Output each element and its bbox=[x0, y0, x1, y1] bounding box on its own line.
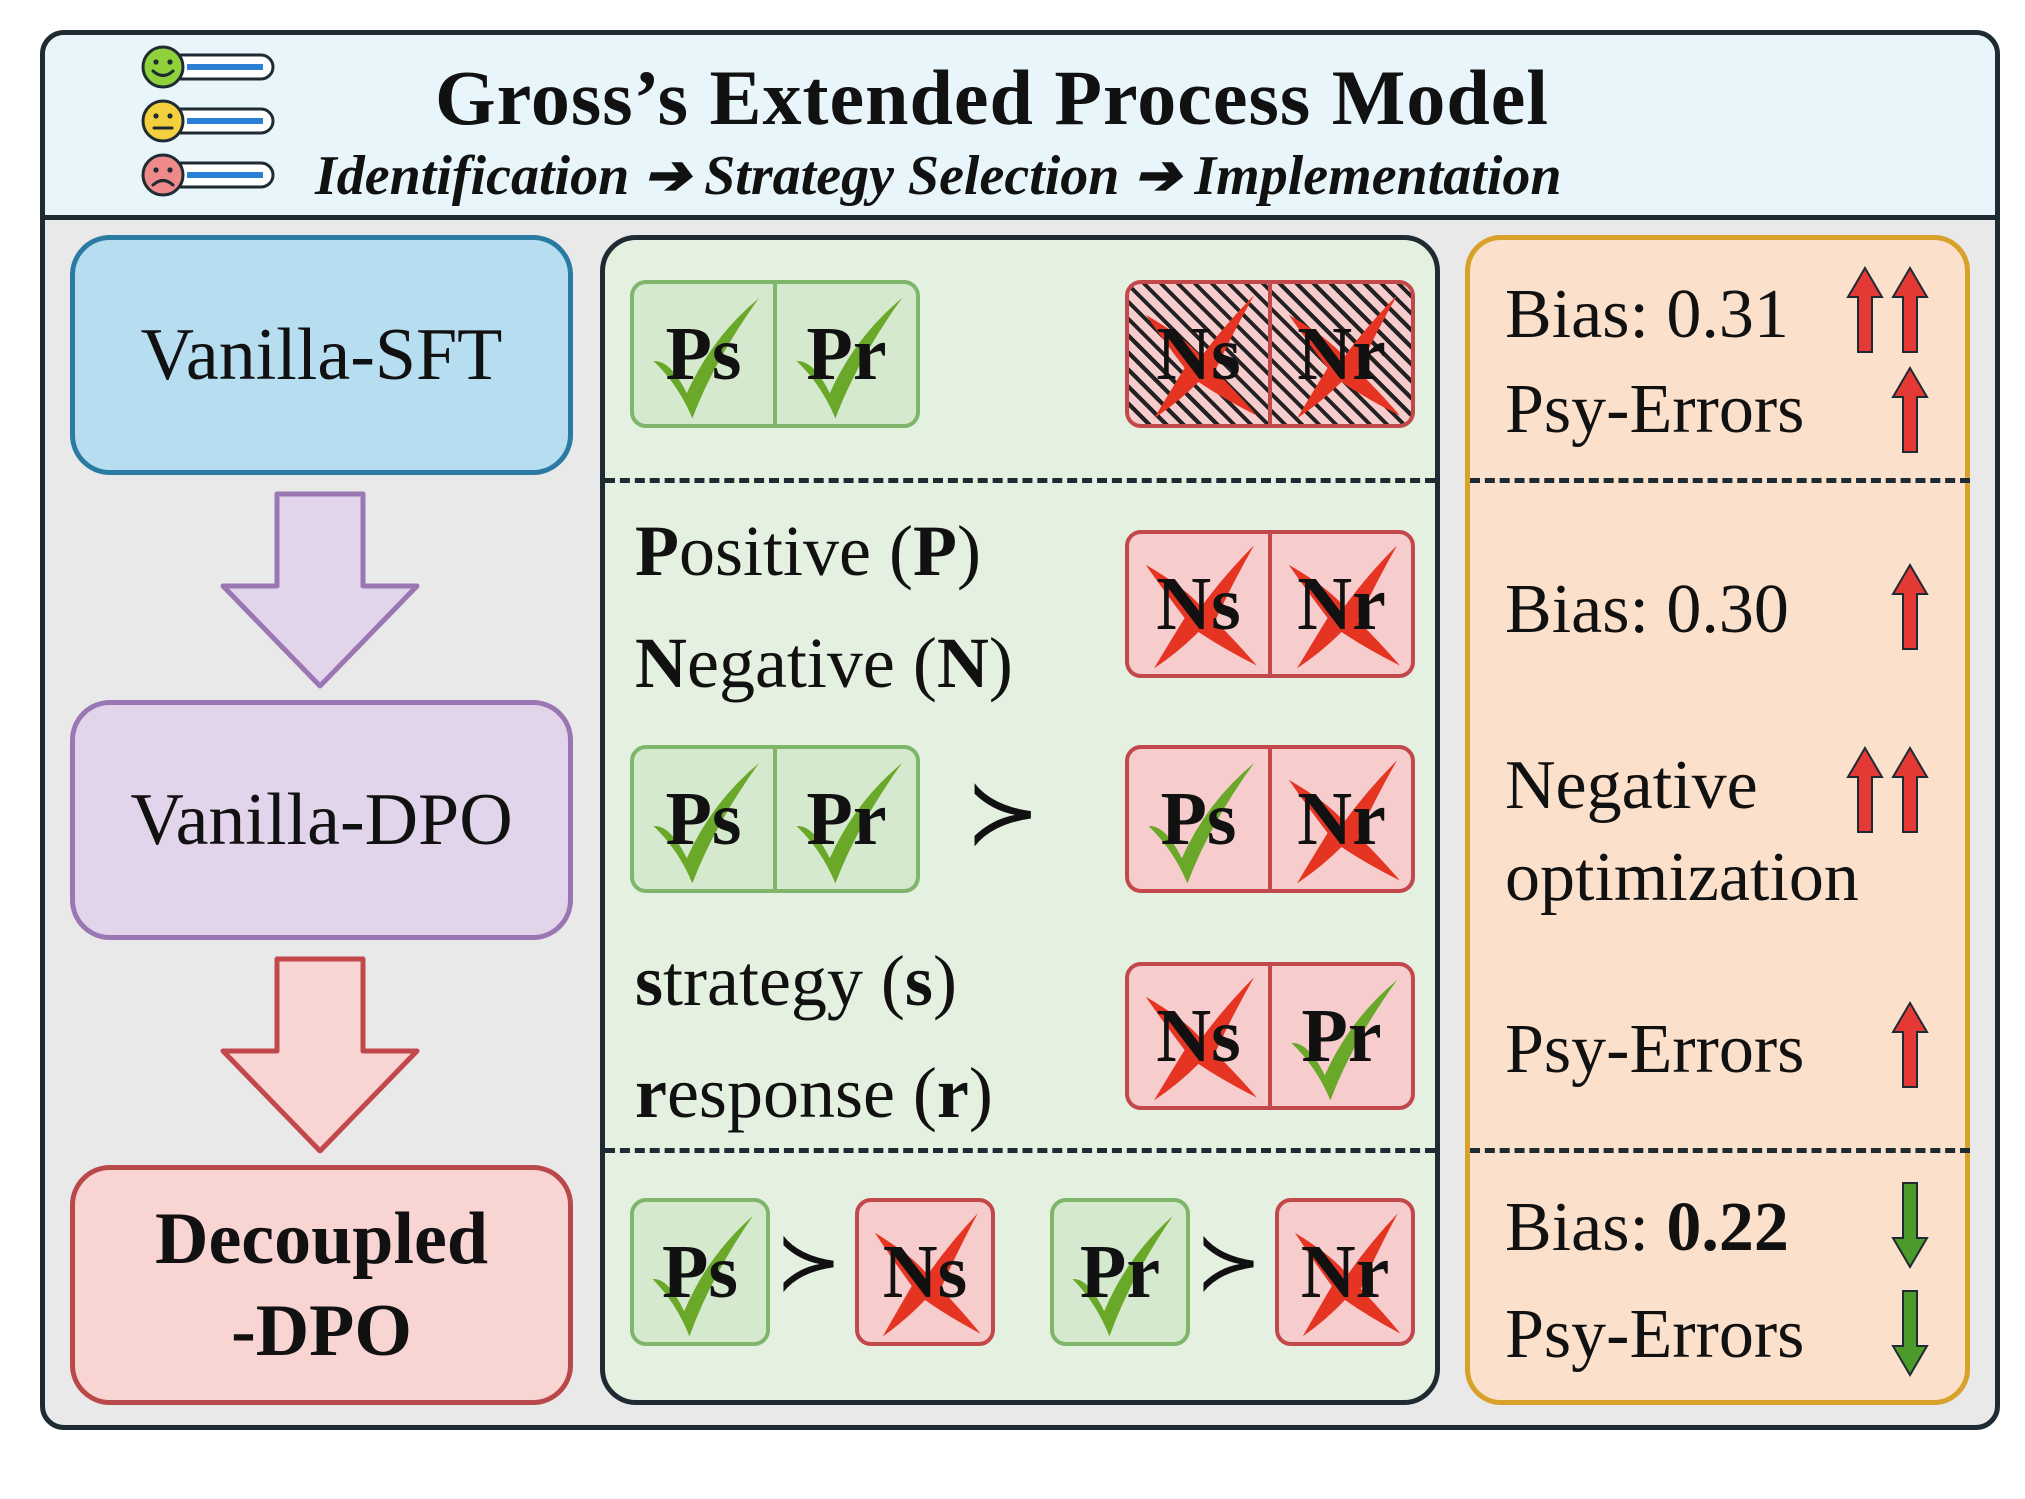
ns-cell: Ns bbox=[1129, 966, 1268, 1106]
nr-cell: Nr bbox=[1279, 1202, 1411, 1342]
page-subtitle: Identification ➔ Strategy Selection ➔ Im… bbox=[315, 145, 1562, 207]
legend-response: response (r) bbox=[635, 1053, 993, 1133]
decoupled-psy-errors: Psy-Errors bbox=[1505, 1296, 1805, 1373]
cross-icon bbox=[1145, 295, 1257, 419]
mixed-pair-ps-nr: Ps Nr bbox=[1125, 745, 1415, 893]
negative-pair-example: Ns Nr bbox=[1125, 530, 1415, 678]
section-divider bbox=[605, 1148, 1435, 1153]
ps-cell: Ps bbox=[634, 1202, 766, 1342]
diagram-frame: Gross’s Extended Process Model Identific… bbox=[40, 30, 2000, 1430]
check-icon bbox=[1291, 980, 1398, 1101]
cross-icon bbox=[1288, 760, 1400, 884]
stage-decoupled-line2: -DPO bbox=[231, 1290, 412, 1372]
pr-cell: Pr bbox=[1268, 966, 1411, 1106]
pr-cell: Pr bbox=[773, 284, 916, 424]
down-arrow-icon bbox=[1891, 1290, 1929, 1377]
header: Gross’s Extended Process Model Identific… bbox=[45, 35, 1995, 220]
ns-cell: Ns bbox=[1129, 534, 1268, 674]
ignored-negative-pair: Ns Nr bbox=[1125, 280, 1415, 428]
ps-single: Ps bbox=[630, 1198, 770, 1346]
up-arrow-icon bbox=[1891, 1001, 1929, 1088]
preferred-over-symbol: ≻ bbox=[1195, 1219, 1263, 1307]
check-icon bbox=[652, 1216, 753, 1337]
nr-cell: Nr bbox=[1268, 749, 1411, 889]
cross-icon bbox=[1294, 1213, 1401, 1337]
cross-icon bbox=[1288, 545, 1400, 669]
cross-icon bbox=[1145, 545, 1257, 669]
up-arrow-icon bbox=[1891, 746, 1929, 833]
section-divider bbox=[1470, 478, 1970, 483]
down-arrow-icon bbox=[1891, 1182, 1929, 1269]
legend-negative: Negative (N) bbox=[635, 623, 1013, 703]
nr-single: Nr bbox=[1275, 1198, 1415, 1346]
up-arrow-icon bbox=[1891, 563, 1929, 650]
dpo-bias: Bias: 0.30 bbox=[1505, 571, 1789, 648]
stage-decoupled-dpo: Decoupled -DPO bbox=[70, 1165, 573, 1405]
down-arrow-icon bbox=[220, 956, 420, 1154]
mixed-pair-ns-pr: Ns Pr bbox=[1125, 962, 1415, 1110]
nr-cell: Nr bbox=[1268, 534, 1411, 674]
dpo-psy-errors: Psy-Errors bbox=[1505, 1011, 1805, 1088]
ps-cell: Ps bbox=[634, 749, 773, 889]
check-icon bbox=[796, 763, 903, 884]
legend-positive: Positive (P) bbox=[635, 511, 981, 591]
pr-single: Pr bbox=[1050, 1198, 1190, 1346]
ns-cell: Ns bbox=[1129, 284, 1268, 424]
ps-cell: Ps bbox=[634, 284, 773, 424]
check-icon bbox=[796, 298, 903, 419]
cross-icon bbox=[1145, 977, 1257, 1101]
ns-cell: Ns bbox=[859, 1202, 991, 1342]
page-title: Gross’s Extended Process Model bbox=[435, 54, 1550, 141]
stage-decoupled-line1: Decoupled bbox=[155, 1198, 488, 1280]
preference-panel: Ps Pr Ns Nr Positive (P) Negative (N) bbox=[600, 235, 1440, 1405]
check-icon bbox=[1148, 763, 1255, 884]
cross-icon bbox=[1288, 295, 1400, 419]
pr-cell: Pr bbox=[1054, 1202, 1186, 1342]
dpo-negative-optimization: Negative optimization bbox=[1505, 747, 1859, 916]
preferred-over-symbol: ≻ bbox=[965, 764, 1041, 863]
down-arrow-icon bbox=[220, 491, 420, 689]
sft-bias: Bias: 0.31 bbox=[1505, 276, 1789, 353]
up-arrow-icon bbox=[1846, 746, 1884, 833]
check-icon bbox=[653, 298, 760, 419]
ps-cell: Ps bbox=[1129, 749, 1268, 889]
sft-psy-errors: Psy-Errors bbox=[1505, 371, 1805, 448]
legend-strategy: strategy (s) bbox=[635, 941, 957, 1021]
up-arrow-icon bbox=[1891, 266, 1929, 353]
check-icon bbox=[1072, 1216, 1173, 1337]
metrics-panel: Bias: 0.31 Psy-Errors Bias: 0.30 Negativ… bbox=[1465, 235, 1970, 1405]
nr-cell: Nr bbox=[1268, 284, 1411, 424]
emotion-levels-icon bbox=[141, 45, 275, 197]
up-arrow-icon bbox=[1891, 366, 1929, 453]
preferred-over-symbol: ≻ bbox=[775, 1219, 843, 1307]
cross-icon bbox=[874, 1213, 981, 1337]
up-arrow-icon bbox=[1846, 266, 1884, 353]
check-icon bbox=[653, 763, 760, 884]
ns-single: Ns bbox=[855, 1198, 995, 1346]
stage-vanilla-sft: Vanilla-SFT bbox=[70, 235, 573, 475]
section-divider bbox=[1470, 1148, 1970, 1153]
positive-pair: Ps Pr bbox=[630, 280, 920, 428]
positive-pair: Ps Pr bbox=[630, 745, 920, 893]
decoupled-bias: Bias: 0.22 bbox=[1505, 1189, 1789, 1266]
section-divider bbox=[605, 478, 1435, 483]
stage-vanilla-dpo: Vanilla-DPO bbox=[70, 700, 573, 940]
pr-cell: Pr bbox=[773, 749, 916, 889]
